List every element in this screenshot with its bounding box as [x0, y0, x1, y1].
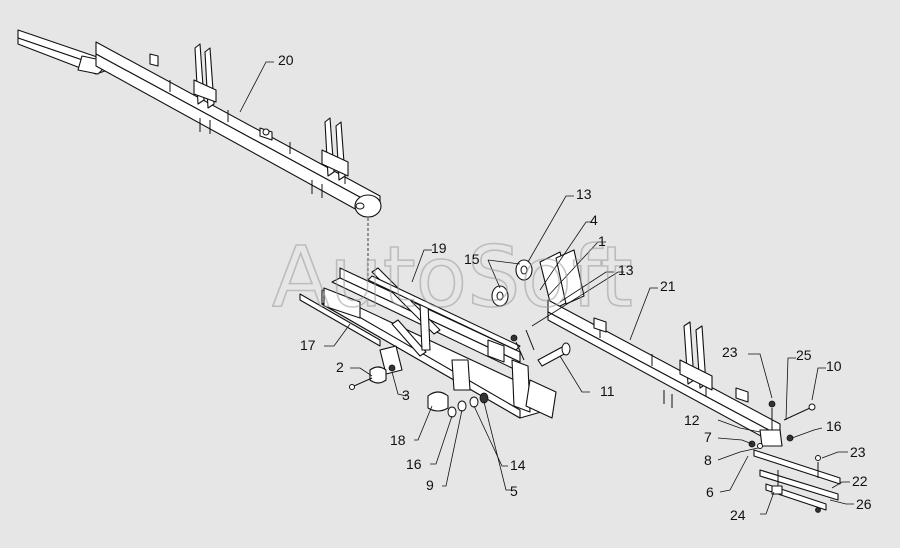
- callout-17: 17: [300, 337, 316, 353]
- callout-3: 3: [402, 387, 410, 403]
- callout-16-left: 16: [406, 456, 422, 472]
- callout-21: 21: [660, 278, 676, 294]
- beam-20: [17, 29, 382, 218]
- callout-9: 9: [426, 477, 434, 493]
- callout-19: 19: [431, 240, 447, 256]
- callout-6: 6: [706, 484, 714, 500]
- leader-lines: [239, 61, 854, 515]
- callout-11: 11: [600, 383, 615, 399]
- hardware-parts: [349, 259, 571, 418]
- callout-13-top: 13: [576, 186, 592, 202]
- callout-10: 10: [826, 358, 842, 374]
- callout-16-right: 16: [826, 418, 842, 434]
- callout-18: 18: [390, 432, 406, 448]
- callout-13-mid: 13: [618, 262, 634, 278]
- clamp-assembly: [748, 400, 841, 513]
- callout-23-top: 23: [722, 344, 738, 360]
- callout-25: 25: [796, 347, 812, 363]
- callout-8: 8: [704, 452, 712, 468]
- center-frame: [299, 267, 557, 419]
- callout-15: 15: [464, 251, 480, 267]
- callout-labels: 20 19 13 4 1 13 15 21 17 2 3 18 16 9 14 …: [278, 52, 872, 523]
- callout-14: 14: [510, 457, 526, 473]
- callout-23-bottom: 23: [850, 444, 866, 460]
- callout-1: 1: [598, 233, 606, 249]
- callout-5: 5: [510, 483, 518, 499]
- callout-7: 7: [704, 429, 712, 445]
- callout-20: 20: [278, 52, 294, 68]
- callout-26: 26: [856, 496, 872, 512]
- callout-24: 24: [730, 507, 746, 523]
- watermark-text: AutoSoft: [272, 228, 633, 326]
- callout-12: 12: [684, 412, 700, 428]
- callout-22: 22: [852, 473, 868, 489]
- callout-4: 4: [590, 212, 598, 228]
- callout-2: 2: [336, 359, 344, 375]
- beam-21: [539, 249, 781, 443]
